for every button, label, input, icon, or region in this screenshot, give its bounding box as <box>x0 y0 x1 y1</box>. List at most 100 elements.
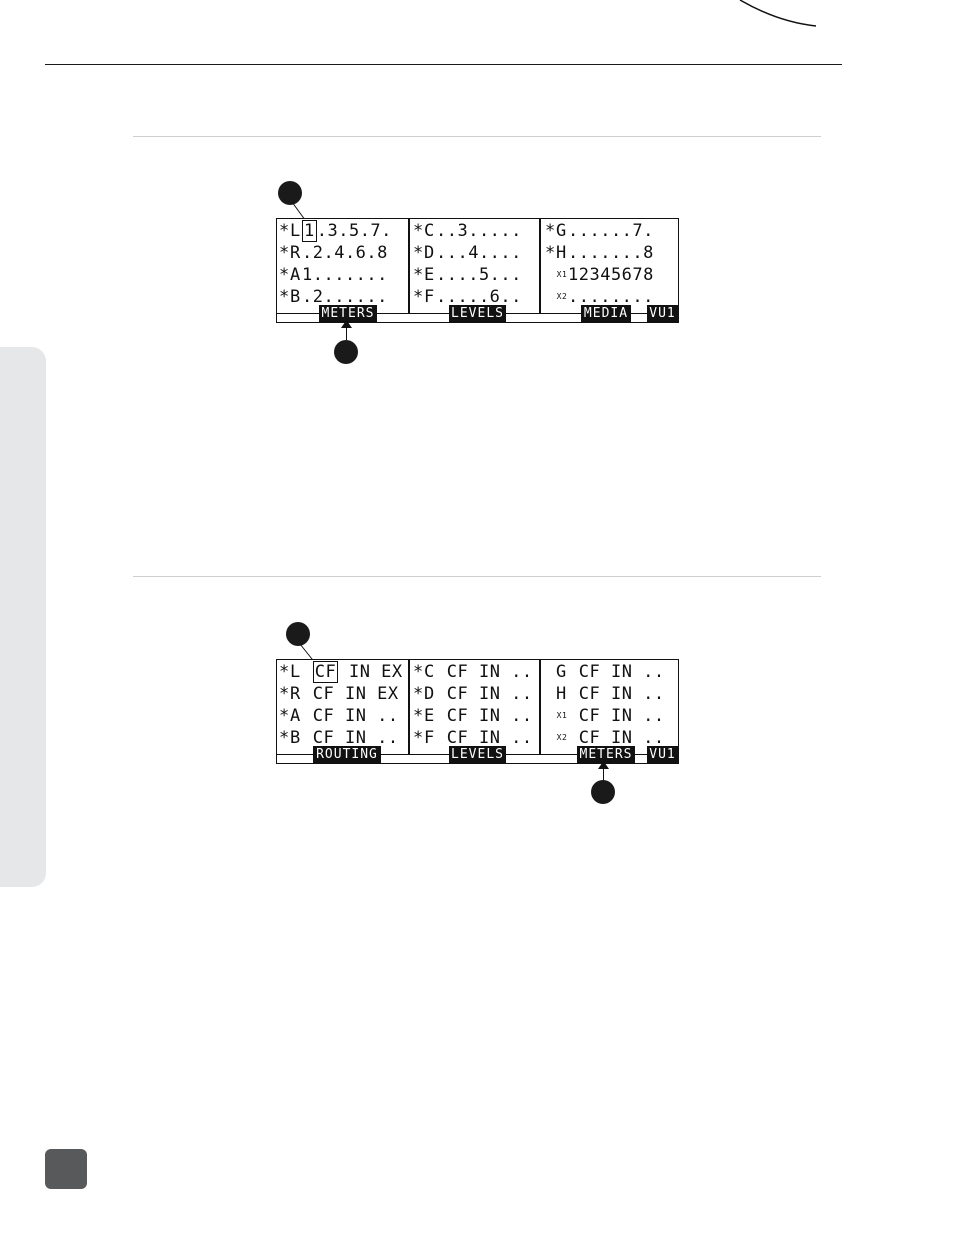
row-label: B <box>290 287 301 307</box>
section-rule-2 <box>133 576 821 577</box>
row-values: CF IN .. <box>578 728 665 748</box>
side-thumb-tab <box>0 347 46 887</box>
lcd-row: *B.2...... <box>279 287 388 308</box>
lcd-row: *F CF IN .. <box>413 728 533 749</box>
row-values: CF IN .. <box>312 728 399 748</box>
row-star: * <box>413 221 424 241</box>
row-star: * <box>279 706 290 726</box>
lcd-row: *C..3..... <box>413 221 522 242</box>
lcd-row: X2........ <box>545 287 654 308</box>
row-label: X1 <box>556 711 568 720</box>
row-values: 1....... <box>302 265 388 285</box>
row-label: C <box>424 221 435 241</box>
row-star: * <box>545 243 556 263</box>
row-values: CF IN .. <box>578 662 665 682</box>
lcd-row: *D CF IN .. <box>413 684 533 705</box>
row-values: CF IN .. <box>446 662 533 682</box>
row-values: ........ <box>568 287 654 307</box>
panel-divider <box>408 660 410 755</box>
row-star: * <box>279 287 290 307</box>
arrow-up-icon <box>341 320 352 328</box>
page-corner-arc <box>739 0 817 27</box>
row-star: * <box>545 221 556 241</box>
row-label: G <box>556 221 567 241</box>
row-values: ....5... <box>436 265 522 285</box>
cursor-selection[interactable]: 1 <box>302 220 317 242</box>
panel-divider <box>539 660 541 755</box>
lcd-row: *C CF IN .. <box>413 662 533 683</box>
row-values: IN EX <box>338 662 403 682</box>
row-star: * <box>413 728 424 748</box>
row-values: .2.4.6.8 <box>302 243 388 263</box>
lcd-row: *A CF IN .. <box>279 706 399 727</box>
lcd-row: *R CF IN EX <box>279 684 399 705</box>
row-values: ......7. <box>568 221 654 241</box>
row-label: B <box>290 728 301 748</box>
lcd-row: *R.2.4.6.8 <box>279 243 388 264</box>
row-star: * <box>279 662 290 682</box>
row-star: * <box>279 221 290 241</box>
row-label: L <box>290 221 301 241</box>
row-values: CF IN EX <box>312 684 399 704</box>
tab-vu1[interactable]: VU1 <box>647 305 678 322</box>
tab-meters[interactable]: METERS <box>577 746 635 763</box>
row-values: .2...... <box>302 287 388 307</box>
row-label: D <box>424 684 435 704</box>
tab-levels[interactable]: LEVELS <box>449 746 506 763</box>
row-label: G <box>556 662 567 682</box>
tab-media[interactable]: MEDIA <box>581 305 631 322</box>
lcd-tab-bar: ROUTING LEVELS METERS VU1 <box>277 746 678 763</box>
row-values: CF IN .. <box>312 706 399 726</box>
row-star: * <box>279 243 290 263</box>
lcd-row: *F.....6.. <box>413 287 522 308</box>
tab-meters[interactable]: METERS <box>319 305 377 322</box>
row-star: * <box>413 706 424 726</box>
row-values: CF IN .. <box>578 684 665 704</box>
lcd-screen-routing: *L CF IN EX *R CF IN EX *A CF IN .. *B C… <box>276 659 679 764</box>
row-values: CF IN .. <box>446 728 533 748</box>
callout-marker-4 <box>591 780 615 804</box>
row-star: * <box>279 265 290 285</box>
row-label: H <box>556 243 567 263</box>
lcd-row: *H.......8 <box>545 243 654 264</box>
row-star: * <box>279 684 290 704</box>
row-star: * <box>413 265 424 285</box>
row-label: R <box>290 684 301 704</box>
row-label: L <box>290 662 301 682</box>
tab-vu1[interactable]: VU1 <box>647 746 678 763</box>
row-label: A <box>290 265 301 285</box>
row-label: X1 <box>556 270 568 279</box>
page-number-badge <box>45 1149 87 1189</box>
row-label: F <box>424 728 435 748</box>
tab-levels[interactable]: LEVELS <box>449 305 506 322</box>
row-star: * <box>413 243 424 263</box>
lcd-row: *D...4.... <box>413 243 522 264</box>
cursor-selection[interactable]: CF <box>312 661 339 683</box>
row-values: CF IN .. <box>578 706 665 726</box>
lcd-row: *E....5... <box>413 265 522 286</box>
row-label: H <box>556 684 567 704</box>
lcd-row: X112345678 <box>545 265 654 286</box>
row-label: X2 <box>556 733 568 742</box>
panel-divider <box>539 219 541 314</box>
lcd-tab-bar: METERS LEVELS MEDIA VU1 <box>277 305 678 322</box>
callout-marker-1 <box>278 181 302 205</box>
row-star: * <box>413 684 424 704</box>
lcd-row: *B CF IN .. <box>279 728 399 749</box>
row-label: E <box>424 706 435 726</box>
row-label: R <box>290 243 301 263</box>
row-star: * <box>413 662 424 682</box>
header-rule <box>45 64 842 65</box>
row-values: CF IN .. <box>446 706 533 726</box>
lcd-row: *A1....... <box>279 265 388 286</box>
callout-leader-2 <box>346 323 347 340</box>
tab-routing[interactable]: ROUTING <box>313 746 381 763</box>
section-rule-1 <box>133 136 821 137</box>
row-values: .......8 <box>568 243 654 263</box>
row-star: * <box>413 287 424 307</box>
lcd-row: X1 CF IN .. <box>545 706 665 727</box>
row-label: X2 <box>556 292 568 301</box>
lcd-row: *E CF IN .. <box>413 706 533 727</box>
